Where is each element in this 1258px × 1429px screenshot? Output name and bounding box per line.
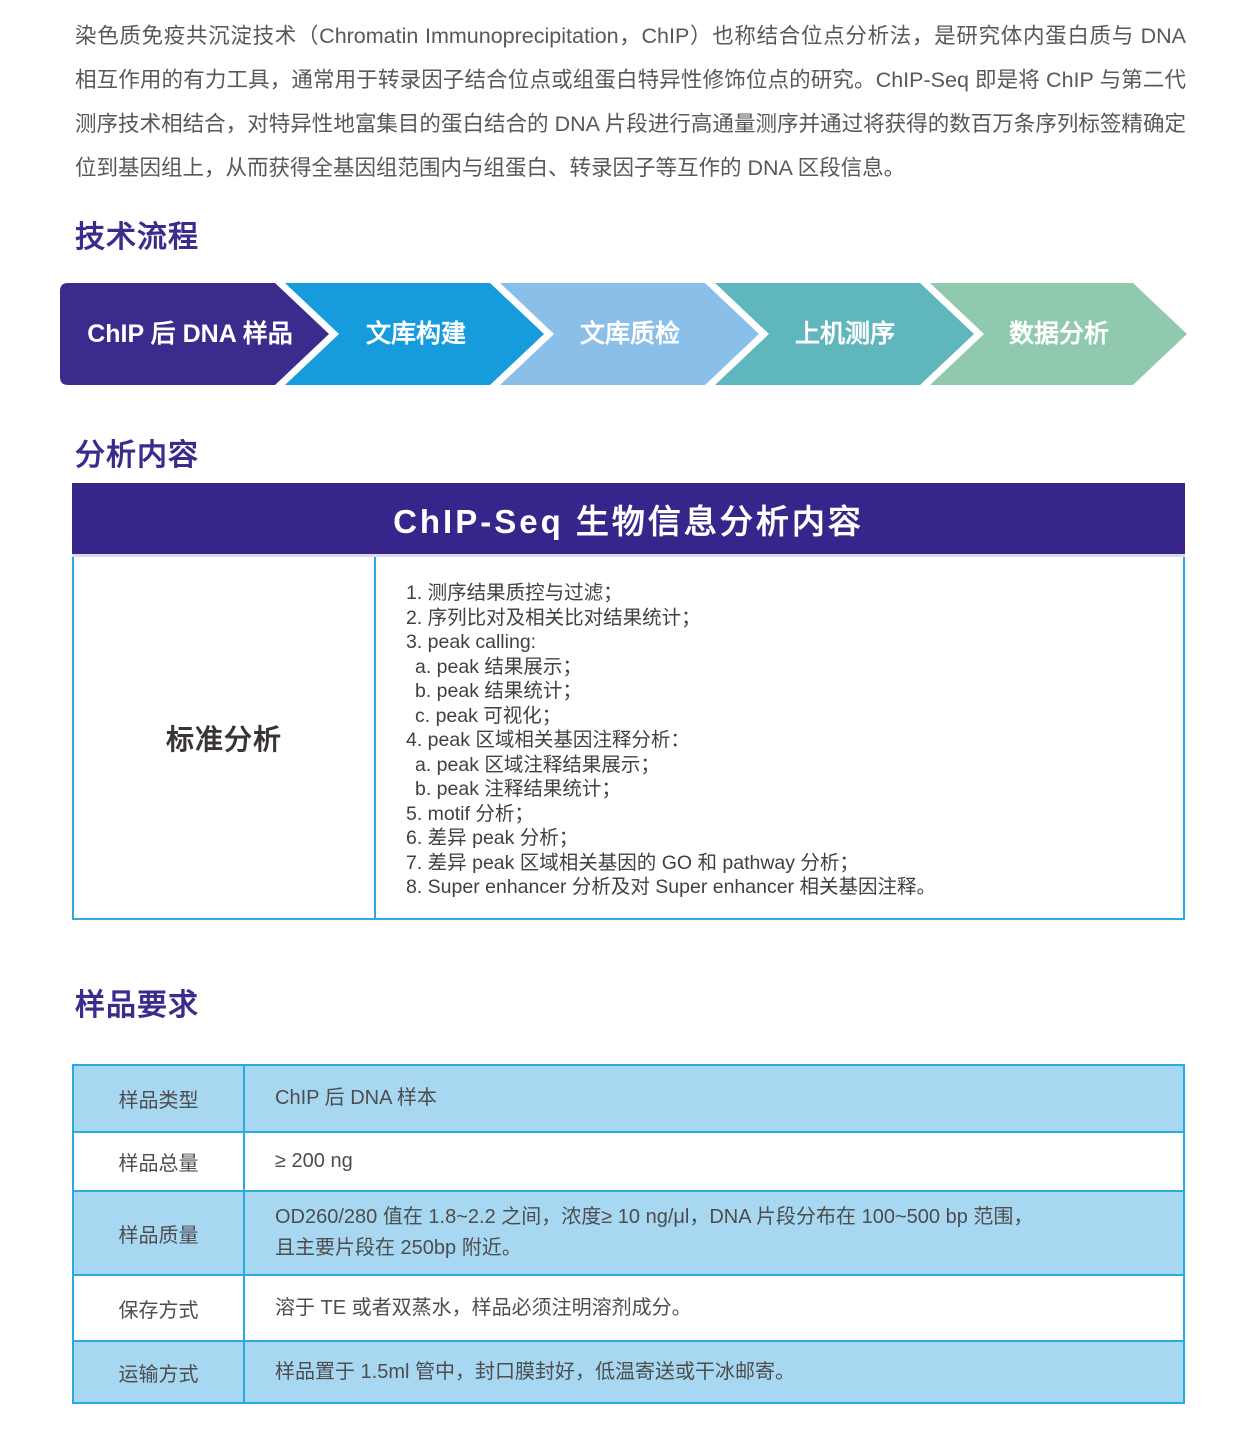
flow-step-1-shape xyxy=(60,283,329,385)
analysis-table-body: 标准分析 1. 测序结果质控与过滤； 2. 序列比对及相关比对结果统计； 3. … xyxy=(72,557,1185,920)
sample-row-value: OD260/280 值在 1.8~2.2 之间，浓度≥ 10 ng/μl，DNA… xyxy=(275,1206,1034,1259)
sample-row-value: ≥ 200 ng xyxy=(275,1150,353,1172)
analysis-item: 6. 差异 peak 分析； xyxy=(406,827,579,849)
flow-step-4-shape xyxy=(715,283,974,385)
sample-row-label: 样品类型 xyxy=(74,1066,245,1131)
flow-step-3-label: 文库质检 xyxy=(580,319,680,348)
analysis-item: 2. 序列比对及相关比对结果统计； xyxy=(406,606,701,629)
sample-row-label: 样品质量 xyxy=(74,1192,245,1274)
analysis-item-list: 1. 测序结果质控与过滤； 2. 序列比对及相关比对结果统计； 3. peak … xyxy=(376,557,1183,918)
analysis-subitem: c. peak 可视化； xyxy=(415,704,562,727)
flow-step-1-label: ChIP 后 DNA 样品 xyxy=(87,319,293,348)
analysis-table: ChIP-Seq 生物信息分析内容 标准分析 1. 测序结果质控与过滤； 2. … xyxy=(72,483,1185,920)
flow-step-2-label: 文库构建 xyxy=(366,319,466,348)
flow-step-5-shape xyxy=(930,283,1187,385)
analysis-item: 5. motif 分析； xyxy=(406,802,534,825)
table-row: 运输方式 样品置于 1.5ml 管中，封口膜封好，低温寄送或干冰邮寄。 xyxy=(74,1340,1183,1402)
analysis-subitem: b. peak 注释结果统计； xyxy=(415,778,621,800)
table-row: 保存方式 溶于 TE 或者双蒸水，样品必须注明溶剂成分。 xyxy=(74,1274,1183,1340)
analysis-item: 3. peak calling: xyxy=(406,631,537,653)
flow-step-2-shape xyxy=(285,283,544,385)
analysis-table-header: ChIP-Seq 生物信息分析内容 xyxy=(72,483,1185,557)
analysis-item: 4. peak 区域相关基因注释分析： xyxy=(406,729,690,751)
analysis-item: 8. Super enhancer 分析及对 Super enhancer 相关… xyxy=(406,876,936,898)
analysis-item: 7. 差异 peak 区域相关基因的 GO 和 pathway 分析； xyxy=(406,851,859,874)
analysis-subitem: a. peak 结果展示； xyxy=(415,655,582,678)
analysis-item: 1. 测序结果质控与过滤； xyxy=(406,582,623,604)
sample-requirements-table: 样品类型 ChIP 后 DNA 样本 样品总量 ≥ 200 ng 样品质量 OD… xyxy=(72,1064,1185,1404)
workflow-chevron-svg: ChIP 后 DNA 样品 文库构建 文库质检 上机测序 数据分析 xyxy=(60,283,1187,385)
sample-row-value: 溶于 TE 或者双蒸水，样品必须注明溶剂成分。 xyxy=(275,1296,692,1319)
flow-step-3-shape xyxy=(500,283,759,385)
table-row: 样品总量 ≥ 200 ng xyxy=(74,1131,1183,1190)
sample-row-value: ChIP 后 DNA 样本 xyxy=(275,1087,437,1109)
analysis-subitem: b. peak 结果统计； xyxy=(415,680,582,702)
table-row: 样品质量 OD260/280 值在 1.8~2.2 之间，浓度≥ 10 ng/μ… xyxy=(74,1190,1183,1274)
sample-row-label: 样品总量 xyxy=(74,1133,245,1190)
workflow-chevron-band: ChIP 后 DNA 样品 文库构建 文库质检 上机测序 数据分析 xyxy=(60,283,1187,385)
section-title-workflow: 技术流程 xyxy=(75,221,199,254)
intro-paragraph: 染色质免疫共沉淀技术（Chromatin Immunoprecipitation… xyxy=(75,24,1186,180)
section-title-analysis: 分析内容 xyxy=(75,439,199,472)
sample-row-label: 保存方式 xyxy=(74,1276,245,1340)
analysis-subitem: a. peak 区域注释结果展示； xyxy=(415,753,660,776)
flow-step-5-label: 数据分析 xyxy=(1009,320,1109,348)
table-row: 样品类型 ChIP 后 DNA 样本 xyxy=(74,1066,1183,1131)
section-title-sample: 样品要求 xyxy=(75,989,199,1022)
flow-step-4-label: 上机测序 xyxy=(795,319,895,348)
sample-row-value: 样品置于 1.5ml 管中，封口膜封好，低温寄送或干冰邮寄。 xyxy=(275,1360,796,1383)
analysis-row-label: 标准分析 xyxy=(74,557,376,918)
sample-row-label: 运输方式 xyxy=(74,1342,245,1402)
